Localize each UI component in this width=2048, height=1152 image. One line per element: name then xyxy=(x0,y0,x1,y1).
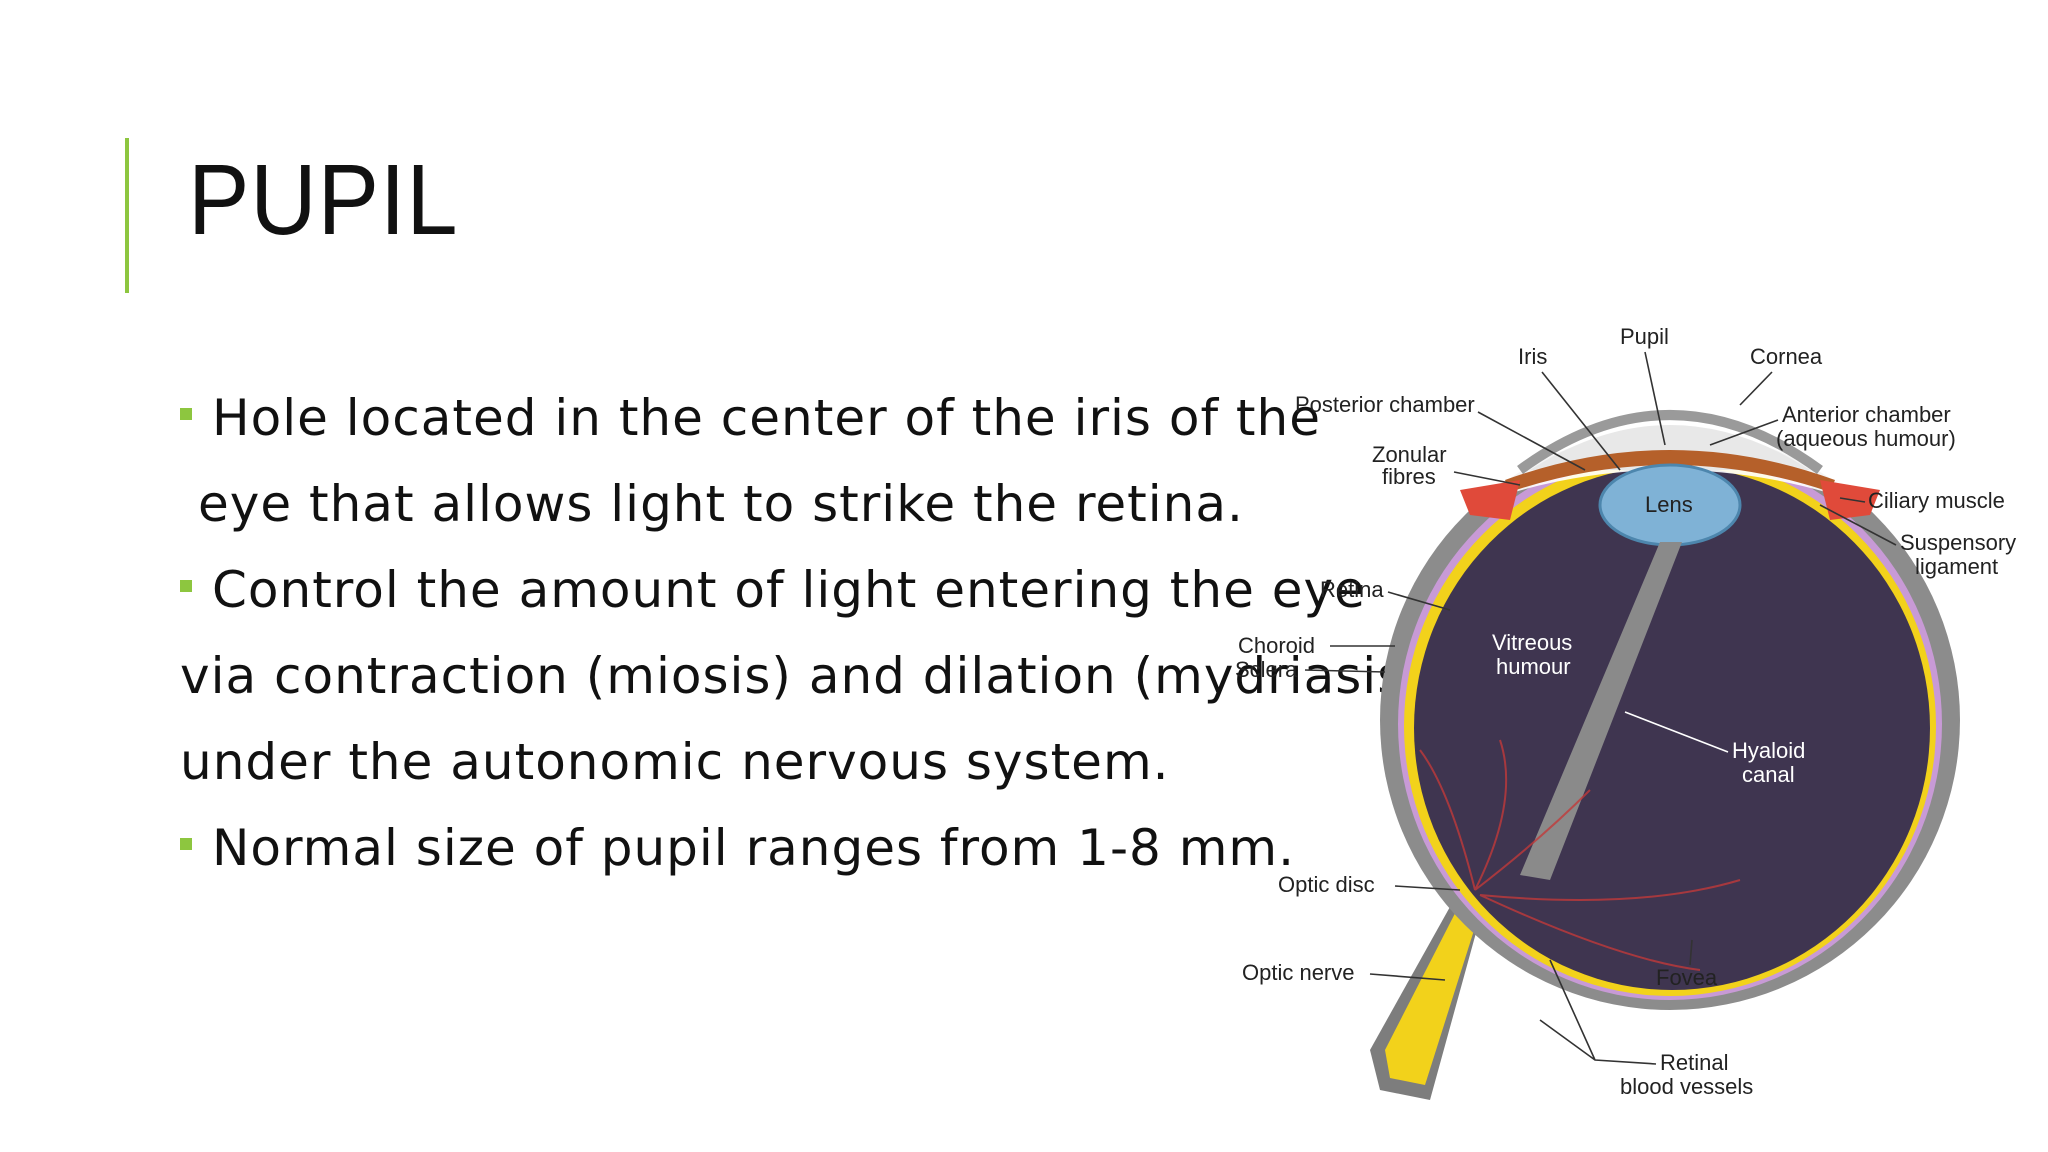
label-anterior-chamber-1: Anterior chamber xyxy=(1782,402,1951,427)
label-iris: Iris xyxy=(1518,344,1547,369)
leader-ciliary-muscle xyxy=(1839,497,1866,503)
optic-nerve xyxy=(1385,888,1482,1085)
leader-retinal-vessels xyxy=(1539,959,1657,1065)
label-hyaloid-2: canal xyxy=(1742,762,1795,787)
eye-anatomy-diagram: Iris Pupil Cornea Posterior chamber Ante… xyxy=(1235,324,2016,1100)
label-hyaloid-1: Hyaloid xyxy=(1732,738,1805,763)
leader-sclera xyxy=(1304,669,1386,673)
retinal-blood-vessels xyxy=(1419,739,1741,971)
leader-posterior-chamber xyxy=(1477,411,1586,471)
bullet-text: Control the amount of light entering the… xyxy=(212,561,1366,619)
label-zonular-2: fibres xyxy=(1382,464,1436,489)
cornea xyxy=(1517,410,1823,475)
label-retinal-2: blood vessels xyxy=(1620,1074,1753,1099)
iris xyxy=(1505,450,1835,492)
leader-fovea xyxy=(1689,939,1693,966)
bullet-3-line-1: Normal size of pupil ranges from 1-8 mm. xyxy=(180,805,1380,891)
bullet-square-icon xyxy=(180,407,192,420)
bullet-list: Hole located in the center of the iris o… xyxy=(180,375,1425,891)
leader-cornea xyxy=(1739,371,1773,406)
leader-hyaloid xyxy=(1624,711,1729,753)
bullet-text: Normal size of pupil ranges from 1-8 mm. xyxy=(212,819,1296,877)
bullet-text: Hole located in the center of the iris o… xyxy=(212,389,1321,447)
bullet-2-line-1: Control the amount of light entering the… xyxy=(180,547,1380,633)
label-suspensory-1: Suspensory xyxy=(1900,530,2016,555)
leader-retina xyxy=(1387,591,1451,611)
label-cornea: Cornea xyxy=(1750,344,1823,369)
label-ciliary-muscle: Ciliary muscle xyxy=(1868,488,2005,513)
leader-iris xyxy=(1541,371,1621,471)
bullet-2-line-3: under the autonomic nervous system. xyxy=(180,733,1170,791)
leader-optic-disc xyxy=(1394,885,1461,891)
leader-optic-nerve xyxy=(1369,973,1446,981)
ciliary-muscle-left xyxy=(1460,480,1520,520)
label-fovea: Fovea xyxy=(1656,965,1718,990)
label-choroid: Choroid xyxy=(1238,633,1315,658)
label-optic-nerve: Optic nerve xyxy=(1242,960,1355,985)
label-anterior-chamber-2: (aqueous humour) xyxy=(1776,426,1956,451)
title-accent-bar xyxy=(125,138,129,293)
label-vitreous-2: humour xyxy=(1496,654,1571,679)
label-pupil: Pupil xyxy=(1620,324,1669,349)
label-lens: Lens xyxy=(1645,492,1693,517)
label-suspensory-2: ligament xyxy=(1915,554,1998,579)
label-vitreous-1: Vitreous xyxy=(1492,630,1572,655)
label-optic-disc: Optic disc xyxy=(1278,872,1375,897)
leader-anterior-chamber xyxy=(1709,419,1779,446)
label-retina: Retina xyxy=(1320,577,1384,602)
bullet-square-icon xyxy=(180,579,192,592)
bullet-1-line-1: Hole located in the center of the iris o… xyxy=(180,375,1380,461)
label-posterior-chamber: Posterior chamber xyxy=(1295,392,1475,417)
bullet-square-icon xyxy=(180,837,192,850)
hyaloid-canal xyxy=(1520,542,1682,880)
bullet-2-line-2: via contraction (miosis) and dilation (m… xyxy=(180,647,1425,705)
label-sclera: Sclera xyxy=(1235,657,1298,682)
label-zonular-1: Zonular xyxy=(1372,442,1447,467)
label-retinal-1: Retinal xyxy=(1660,1050,1728,1075)
leader-zonular xyxy=(1453,471,1521,486)
slide-title: PUPIL xyxy=(188,144,459,256)
bullet-1-line-2: eye that allows light to strike the reti… xyxy=(198,475,1244,533)
leader-suspensory xyxy=(1819,504,1897,546)
leader-pupil xyxy=(1644,351,1666,446)
